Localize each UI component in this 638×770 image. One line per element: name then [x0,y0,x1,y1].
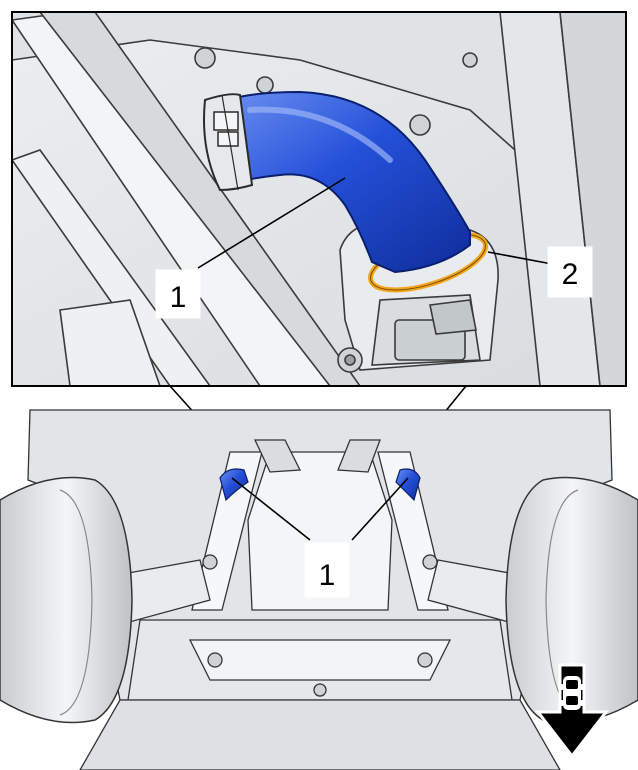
callout-1-detail-label: 1 [170,281,187,314]
detail-view: 1 2 [11,11,627,387]
car-front-down-arrow-icon [534,663,610,759]
hose-clamp [203,93,254,192]
callout-1-detail: 1 [155,177,346,319]
intake-hose-overview-right [395,468,421,502]
left-tire [0,476,133,724]
detail-frame-border [11,11,627,387]
intake-hose-overview-left [219,468,249,502]
intake-hose-detail [203,90,471,274]
callout-2-detail: 2 [487,246,593,298]
detail-structure [12,12,626,386]
callout-1-overview: 1 [231,477,409,598]
callout-2-detail-label: 2 [562,258,579,291]
overview-view: 1 [0,409,638,770]
callout-1-overview-label: 1 [319,559,336,592]
